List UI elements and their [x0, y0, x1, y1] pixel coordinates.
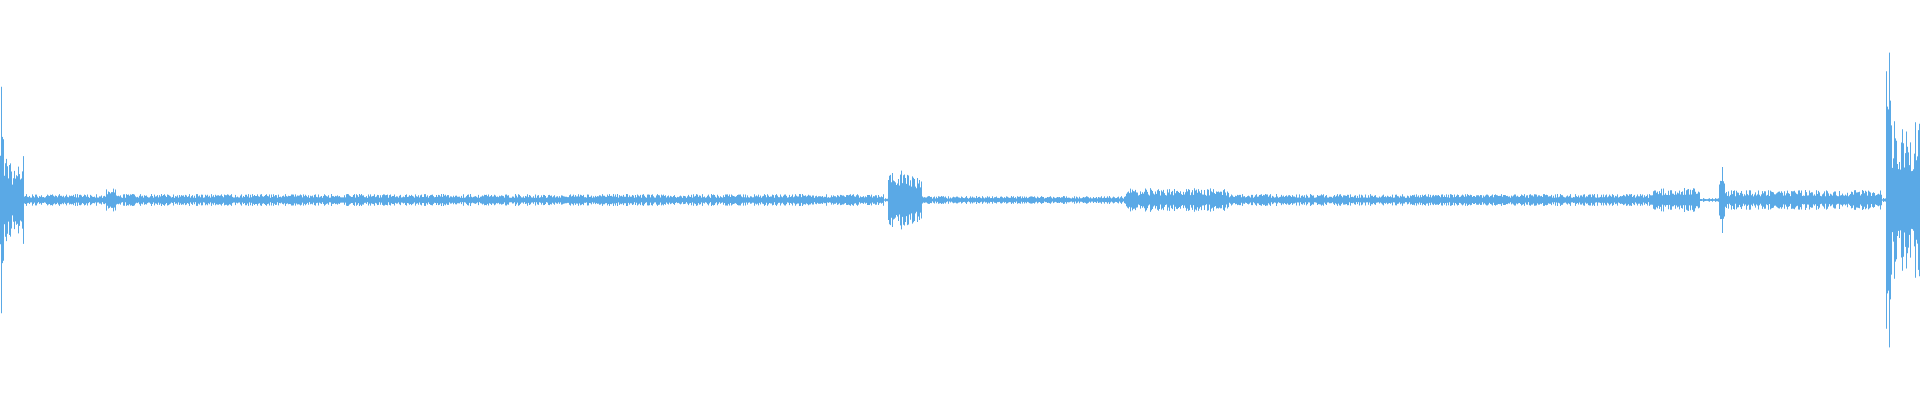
audio-waveform [0, 52, 1920, 348]
audio-waveform-panel [0, 52, 1920, 348]
